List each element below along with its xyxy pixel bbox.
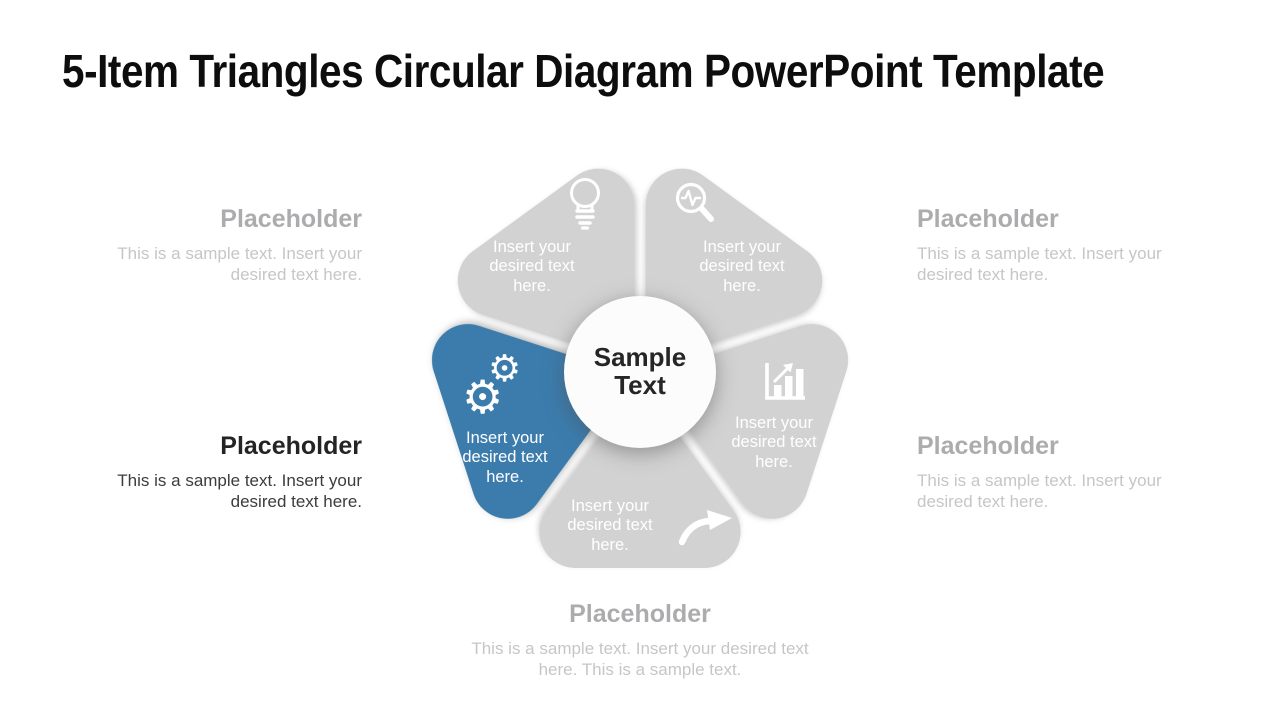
placeholder-left-top[interactable]: Placeholder This is a sample text. Inser… (112, 205, 362, 285)
center-sample-text-line1: Sample (593, 342, 687, 373)
curved-arrow-icon (676, 506, 736, 548)
placeholder-bottom-body: This is a sample text. Insert your desir… (471, 639, 809, 679)
gear-small-glyph: ⚙ (488, 347, 522, 390)
segment-left-text[interactable]: Insert your desired text here. (462, 428, 548, 486)
segment-left-shape-highlighted[interactable] (431, 324, 609, 519)
placeholder-left-bottom-body: This is a sample text. Insert your desir… (117, 471, 362, 511)
placeholder-right-bottom-body: This is a sample text. Insert your desir… (917, 471, 1162, 511)
search-pulse-icon (666, 174, 724, 232)
placeholder-bottom-title: Placeholder (569, 600, 711, 628)
placeholder-right-top-title: Placeholder (917, 205, 1059, 233)
segment-top-left-shape[interactable] (457, 168, 651, 353)
placeholder-bottom[interactable]: Placeholder This is a sample text. Inser… (460, 600, 820, 680)
placeholder-left-top-title: Placeholder (220, 205, 362, 233)
segment-top-right-shape[interactable] (630, 168, 823, 353)
segment-bottom-text[interactable]: Insert your desired text here. (567, 496, 653, 554)
lightbulb-icon (557, 171, 613, 233)
slide-title[interactable]: 5-Item Triangles Circular Diagram PowerP… (62, 45, 1105, 97)
segment-right-text[interactable]: Insert your desired text here. (731, 413, 817, 471)
gear-big-glyph: ⚙ (462, 370, 504, 424)
segment-top-left-text[interactable]: Insert your desired text here. (489, 237, 575, 295)
circular-diagram: ⚙ ⚙ Insert your desired text here. Inser… (380, 112, 900, 632)
center-sample-text[interactable]: Sample Text (594, 343, 687, 401)
placeholder-left-bottom[interactable]: Placeholder This is a sample text. Inser… (112, 432, 362, 512)
center-sample-text-line2: Text (614, 370, 666, 401)
placeholder-right-bottom-title: Placeholder (917, 432, 1059, 460)
placeholder-right-top-body: This is a sample text. Insert your desir… (917, 244, 1162, 284)
placeholder-right-bottom[interactable]: Placeholder This is a sample text. Inser… (917, 432, 1167, 512)
placeholder-left-top-body: This is a sample text. Insert your desir… (117, 244, 362, 284)
gears-icon: ⚙ ⚙ (462, 347, 526, 420)
placeholder-right-top[interactable]: Placeholder This is a sample text. Inser… (917, 205, 1167, 285)
segment-bottom-shape[interactable] (539, 407, 741, 568)
segment-top-right-text[interactable]: Insert your desired text here. (699, 237, 785, 295)
growth-bar-chart-icon (760, 354, 812, 406)
center-circle[interactable] (564, 296, 716, 448)
placeholder-left-bottom-title: Placeholder (220, 432, 362, 460)
